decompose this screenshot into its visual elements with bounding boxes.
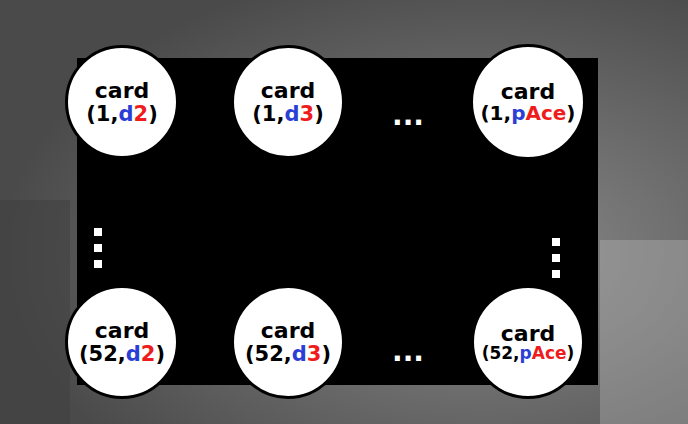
chip-stack-shadow [0, 200, 70, 424]
card-word: card [95, 79, 149, 102]
ellipsis-label: ... [392, 102, 424, 130]
card-word: card [261, 319, 315, 342]
vertical-ellipsis-right [552, 238, 560, 278]
card-circle: card(52,pAce) [471, 285, 585, 399]
card-index: (1,d2) [86, 103, 157, 125]
card-word: card [95, 319, 149, 342]
card-shadow [600, 240, 688, 424]
card-index: (1,d3) [252, 103, 323, 125]
card-index: (52,pAce) [482, 345, 575, 363]
card-circle: card(1,d2) [65, 45, 179, 159]
ellipsis-label: ... [392, 338, 424, 366]
card-circle: card(52,d3) [231, 285, 345, 399]
card-word: card [261, 79, 315, 102]
card-circle: card(52,d2) [65, 285, 179, 399]
card-circle: card(1,d3) [231, 45, 345, 159]
card-index: (52,d2) [79, 343, 165, 365]
card-word: card [501, 80, 555, 103]
vertical-ellipsis-left [94, 228, 102, 268]
card-index: (52,d3) [245, 343, 331, 365]
card-circle: card(1,pAce) [470, 44, 587, 161]
card-index: (1,pAce) [480, 103, 575, 124]
card-word: card [501, 322, 555, 345]
